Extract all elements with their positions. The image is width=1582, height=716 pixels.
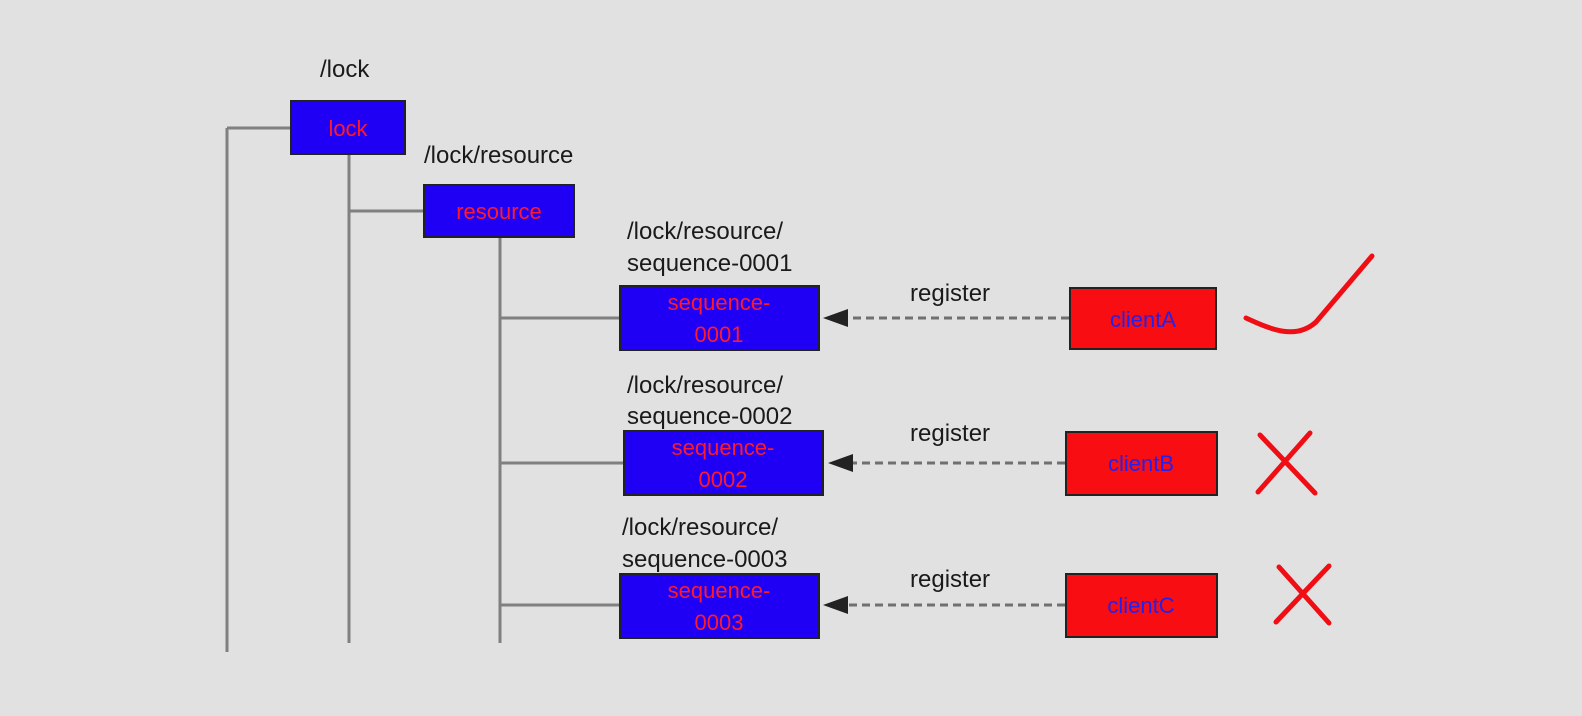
- node-lock: lock: [290, 100, 406, 155]
- node-seq2-box: [623, 430, 824, 496]
- path-label-seq2-line1: /lock/resource/: [627, 372, 783, 399]
- node-seq1-box: [619, 285, 820, 351]
- client-b-label: clientB: [1108, 451, 1174, 476]
- check-mark-icon: [1243, 253, 1375, 335]
- cross-mark-b-stroke1: [1257, 432, 1318, 496]
- arrow-head-b: [828, 454, 853, 472]
- cross-mark-icon: [1255, 430, 1318, 496]
- cross-mark-b-stroke2: [1255, 430, 1313, 495]
- register-label-b: register: [910, 420, 990, 447]
- client-a-box: [1069, 287, 1217, 350]
- path-label-seq3-line1: /lock/resource/: [622, 514, 778, 541]
- client-a: clientA: [1069, 287, 1217, 350]
- client-b-box: [1065, 431, 1218, 496]
- path-label-seq1-line1: /lock/resource/: [627, 218, 783, 245]
- node-seq2-label-line1: sequence-: [672, 435, 775, 460]
- node-resource-box: [423, 184, 575, 238]
- node-sequence-0002: sequence- 0002: [623, 430, 824, 496]
- path-label-seq3-line2: sequence-0003: [622, 546, 787, 573]
- node-seq3-label-line2: 0003: [695, 610, 744, 635]
- client-c: clientC: [1065, 573, 1218, 638]
- client-c-label: clientC: [1107, 593, 1174, 618]
- cross-mark-icon: [1273, 563, 1332, 626]
- node-seq3-label-line1: sequence-: [668, 578, 771, 603]
- register-label-a: register: [910, 280, 990, 307]
- node-lock-label: lock: [328, 116, 368, 141]
- client-a-label: clientA: [1110, 307, 1176, 332]
- arrow-head-c: [823, 596, 848, 614]
- path-label-lock: /lock: [320, 56, 370, 83]
- node-sequence-0003: sequence- 0003: [619, 573, 820, 639]
- node-seq1-label-line2: 0001: [695, 322, 744, 347]
- cross-mark-c-stroke2: [1273, 563, 1332, 625]
- tree-connectors: [225, 126, 624, 652]
- register-edge-c: register: [823, 566, 1065, 614]
- path-label-seq1-line2: sequence-0001: [627, 250, 792, 277]
- client-c-box: [1065, 573, 1218, 638]
- node-seq3-box: [619, 573, 820, 639]
- register-edge-a: register: [823, 280, 1069, 327]
- register-label-c: register: [910, 566, 990, 593]
- node-seq2-label-line2: 0002: [699, 467, 748, 492]
- arrow-head-a: [823, 309, 848, 327]
- node-sequence-0001: sequence- 0001: [619, 285, 820, 351]
- node-resource: resource: [423, 184, 575, 238]
- node-resource-label: resource: [456, 199, 542, 224]
- client-b: clientB: [1065, 431, 1218, 496]
- path-label-resource: /lock/resource: [424, 142, 573, 169]
- register-edge-b: register: [828, 420, 1065, 472]
- node-lock-box: [290, 100, 406, 155]
- path-label-seq2-line2: sequence-0002: [627, 403, 792, 430]
- node-seq1-label-line1: sequence-: [668, 290, 771, 315]
